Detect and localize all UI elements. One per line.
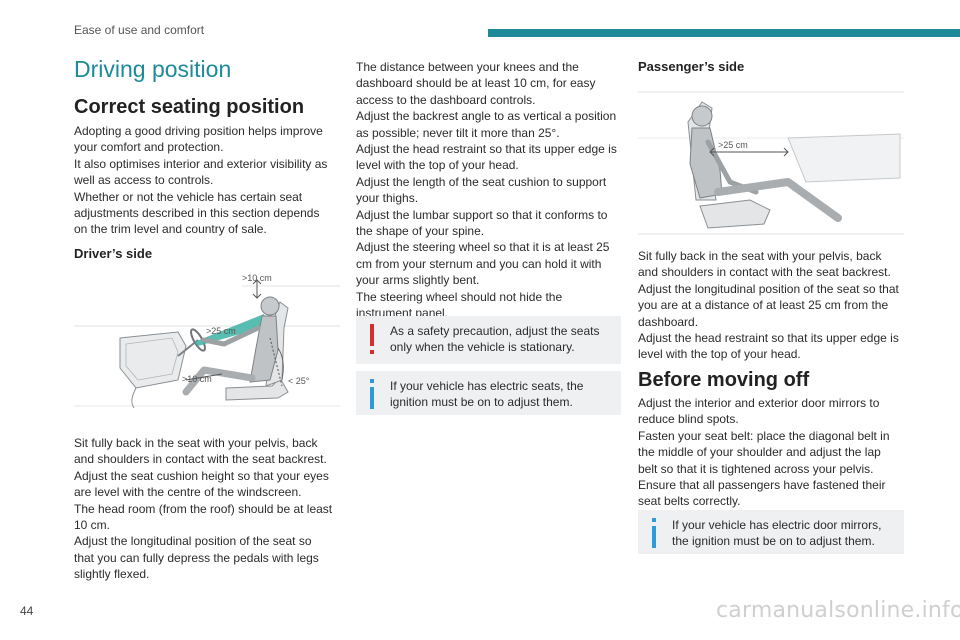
- info-callout-seats: If your vehicle has electric seats, the …: [356, 371, 621, 415]
- driver-side-heading: Driver’s side: [74, 246, 153, 261]
- driver-wheel-distance-label: >25 cm: [206, 326, 236, 336]
- warning-exclamation-icon: [367, 324, 377, 361]
- page-number: 44: [20, 604, 34, 618]
- passenger-distance-label: >25 cm: [718, 140, 748, 150]
- intro-paragraph: Adopting a good driving position helps i…: [74, 124, 328, 237]
- running-header-title: Ease of use and comfort: [74, 23, 205, 37]
- adjustment-paragraph: The distance between your knees and the …: [356, 60, 617, 321]
- warning-callout: As a safety precaution, adjust the seats…: [356, 316, 621, 364]
- driver-knee-distance-label: >10 cm: [182, 374, 212, 384]
- passenger-side-paragraph: Sit fully back in the seat with your pel…: [638, 249, 899, 362]
- passenger-side-heading: Passenger’s side: [638, 59, 745, 74]
- driver-head-room-label: >10 cm: [242, 273, 272, 283]
- info-text-mirrors: If your vehicle has electric door mirror…: [672, 518, 882, 549]
- section-title: Driving position: [74, 56, 232, 82]
- warning-text: As a safety precaution, adjust the seats…: [390, 324, 600, 355]
- header-accent-bar: [488, 29, 960, 37]
- info-callout-mirrors: If your vehicle has electric door mirror…: [638, 510, 904, 554]
- info-icon: [367, 379, 377, 414]
- passenger-position-illustration: >25 cm: [638, 91, 904, 235]
- driver-backrest-angle-label: < 25°: [288, 376, 310, 386]
- driver-position-illustration: >10 cm >25 cm >10 cm < 25°: [74, 273, 340, 409]
- before-moving-off-heading: Before moving off: [638, 369, 810, 391]
- info-icon: [649, 518, 659, 553]
- topic-heading: Correct seating position: [74, 96, 305, 118]
- watermark-text: carmanualsonline.info: [716, 598, 960, 623]
- info-text-seats: If your vehicle has electric seats, the …: [390, 379, 584, 410]
- before-moving-off-paragraph: Adjust the interior and exterior door mi…: [638, 396, 890, 509]
- driver-side-paragraph: Sit fully back in the seat with your pel…: [74, 436, 333, 582]
